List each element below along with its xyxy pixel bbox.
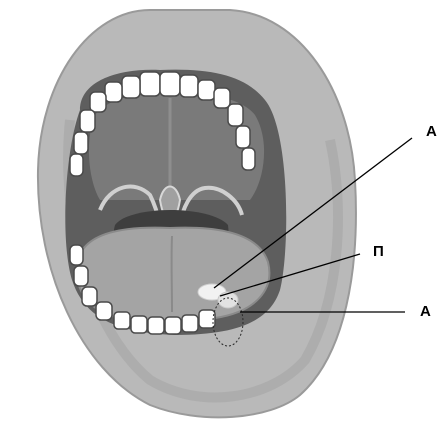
upper-tooth	[214, 88, 230, 108]
upper-tooth	[140, 72, 160, 96]
upper-tooth	[74, 132, 88, 154]
lower-tooth	[70, 245, 83, 265]
label-middle: П	[373, 243, 384, 260]
lower-tooth	[96, 302, 112, 320]
upper-tooth	[160, 72, 180, 96]
upper-tooth	[105, 82, 122, 102]
lower-tooth	[199, 310, 215, 328]
upper-tooth	[198, 80, 215, 100]
upper-tooth	[236, 126, 250, 148]
lower-tooth	[82, 287, 97, 306]
upper-tooth	[122, 76, 140, 98]
lower-tooth	[182, 315, 198, 332]
lower-tooth	[148, 317, 164, 334]
lower-tooth	[131, 316, 147, 333]
upper-tooth	[90, 92, 106, 112]
upper-tooth	[70, 154, 83, 176]
lower-tooth	[74, 266, 88, 286]
lower-tooth	[165, 317, 181, 334]
label-bottom-right: A	[420, 303, 431, 320]
upper-tooth	[228, 104, 243, 126]
upper-tooth	[80, 110, 95, 132]
upper-tooth	[242, 148, 255, 170]
lower-tooth	[114, 312, 130, 329]
upper-tooth	[180, 75, 198, 97]
lesion-spot-secondary	[218, 292, 238, 308]
label-top-right: A	[426, 123, 437, 140]
